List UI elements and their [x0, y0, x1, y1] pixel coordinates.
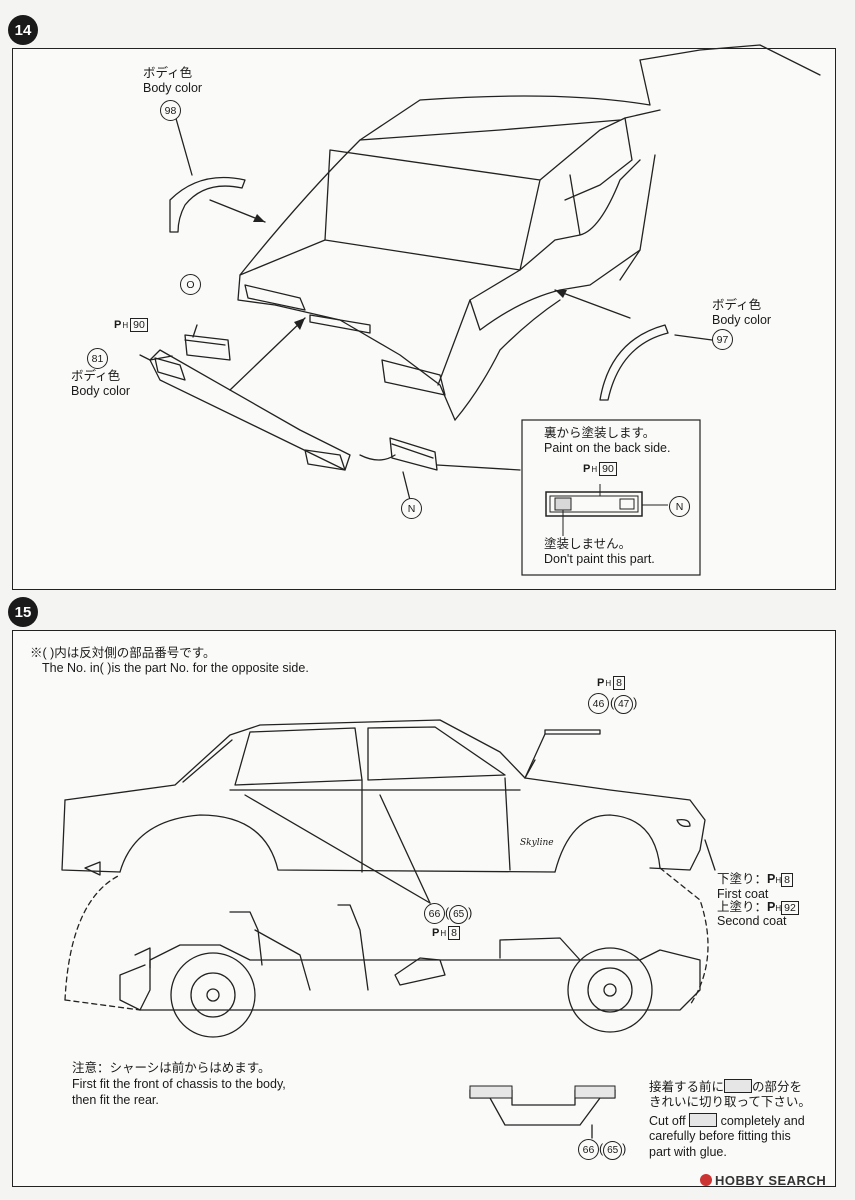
part-number-97: 97: [712, 329, 733, 350]
watermark-logo-icon: [700, 1174, 712, 1186]
body-color-label-en-97: Body color: [712, 313, 772, 327]
paint-symbol-icon: P: [432, 927, 440, 939]
paint-ref-label: H: [775, 904, 782, 913]
chassis-note-en-2: then fit the rear.: [72, 1093, 159, 1107]
opposite-side-note-jp: ※( )内は反対側の部品番号です。: [30, 646, 216, 660]
cut-area-swatch: [724, 1079, 753, 1093]
cut-note-jp-1: 接着する前に の部分を: [649, 1079, 802, 1095]
cut-note-jp-2: きれいに切り取って下さい。: [649, 1095, 811, 1109]
callout-en-paint-back: Paint on the back side.: [544, 441, 671, 455]
cut-note-jp-1a: 接着する前に: [649, 1080, 725, 1094]
part-number-65: 65: [449, 905, 469, 924]
cut-note-en-3: part with glue.: [649, 1145, 727, 1159]
watermark: HOBBY SEARCH: [700, 1173, 826, 1188]
paint-symbol-icon: P: [114, 319, 122, 331]
first-coat-en: First coat: [717, 887, 769, 901]
second-coat-en: Second coat: [717, 914, 787, 928]
paint-ref-label: H: [775, 876, 782, 885]
callout-jp-no-paint: 塗装しません。: [544, 537, 632, 551]
paint-ref-label: H: [591, 464, 598, 474]
part-number-47: 47: [614, 695, 634, 714]
script-badge: Skyline: [520, 838, 554, 848]
marker-o: O: [180, 274, 201, 295]
second-coat-jp-text: 上塗り：: [717, 900, 768, 914]
bottom-part-number-65: 65: [603, 1141, 623, 1160]
part-number-66: 66: [424, 903, 445, 924]
first-coat-paint-number: 8: [781, 873, 793, 887]
body-color-label-jp-97: ボディ色: [712, 298, 762, 312]
bottom-part-number-66: 66: [578, 1139, 599, 1160]
second-coat-paint-number: 92: [781, 901, 799, 915]
cut-note-jp-1b: の部分を: [752, 1080, 803, 1094]
bottom-part-number-65-paren: (65): [599, 1141, 626, 1160]
watermark-text: HOBBY SEARCH: [715, 1173, 827, 1188]
paint-ref-label: H: [122, 320, 129, 330]
paint-ref-label: H: [440, 928, 447, 938]
callout-marker-n: N: [669, 496, 690, 517]
part-number-98: 98: [160, 100, 181, 121]
part-number-46: 46: [588, 693, 609, 714]
cut-note-en-1: Cut off completely and: [649, 1113, 805, 1129]
paint-ref-number: 8: [448, 926, 460, 940]
callout-en-no-paint: Don't paint this part.: [544, 552, 655, 566]
chassis-note-jp: 注意：シャーシは前からはめます。: [72, 1061, 271, 1075]
body-color-label-en-98: Body color: [143, 81, 203, 95]
first-coat-jp-text: 下塗り：: [717, 872, 768, 886]
marker-n: N: [401, 498, 422, 519]
callout-jp-paint-back: 裏から塗装します。: [544, 426, 656, 440]
paint-ref-label: H: [605, 678, 612, 688]
paint-symbol-icon: P: [597, 677, 605, 689]
cut-note-en-2: carefully before fitting this: [649, 1129, 791, 1143]
paint-symbol-icon: P: [767, 872, 776, 886]
part-number-47-paren: (47): [610, 695, 637, 714]
step-14-badge: 14: [8, 15, 38, 45]
body-color-label-jp-98: ボディ色: [143, 66, 193, 80]
part-number-65-paren: (65): [445, 905, 472, 924]
paint-symbol-icon: P: [583, 463, 591, 475]
cut-note-en-1b: completely and: [720, 1114, 805, 1128]
paint-ref-number: 90: [599, 462, 617, 476]
step-15-badge: 15: [8, 597, 38, 627]
cut-note-en-1a: Cut off: [649, 1114, 686, 1128]
part-number-81: 81: [87, 348, 108, 369]
body-color-label-jp-81: ボディ色: [71, 369, 121, 383]
paint-ref-number: 8: [613, 676, 625, 690]
chassis-note-en-1: First fit the front of chassis to the bo…: [72, 1077, 286, 1091]
cut-area-swatch: [689, 1113, 718, 1127]
body-color-label-en-81: Body color: [71, 384, 131, 398]
paint-symbol-icon: P: [767, 900, 776, 914]
paint-ref-number: 90: [130, 318, 148, 332]
opposite-side-note-en: The No. in( )is the part No. for the opp…: [42, 661, 309, 675]
